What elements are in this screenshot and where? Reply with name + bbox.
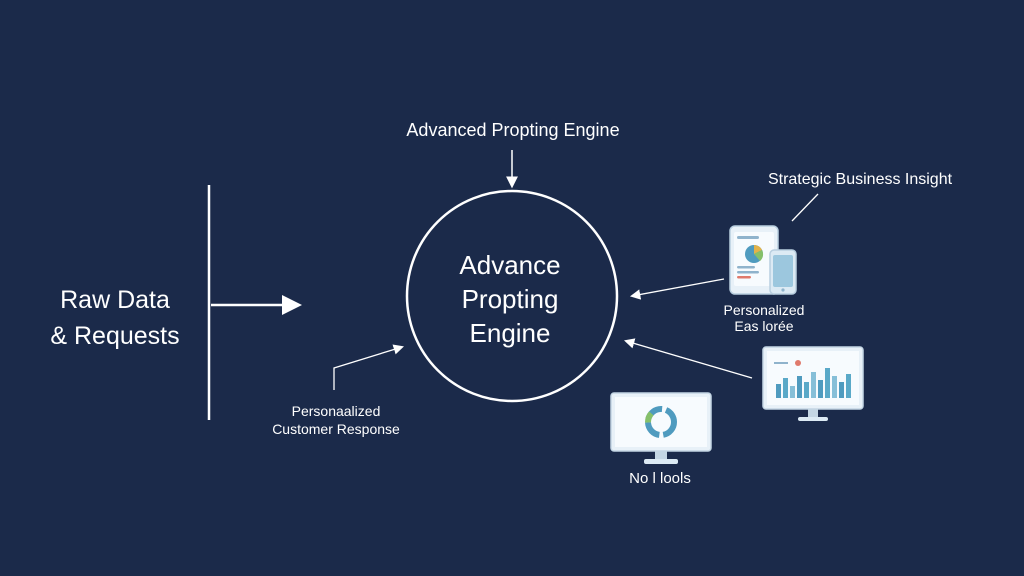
engine-circle [405, 189, 619, 403]
customer-response-line1: Personaalized [291, 403, 381, 419]
tools-label: No l lools [629, 470, 691, 487]
engine-core-line1: Advance [459, 250, 561, 280]
phone-label-line1: Personalized [723, 302, 805, 318]
tablet-phone-icon [729, 225, 797, 295]
customer-response-line2: Customer Response [272, 421, 400, 437]
engine-core-line3: Engine [469, 318, 551, 348]
strategic-connector [791, 193, 819, 222]
customer-arrow [333, 344, 404, 390]
engine-core-label: Advance Propting Engine [410, 248, 610, 350]
monitor-arrow [624, 338, 753, 379]
analytics-monitor-icon [762, 346, 864, 421]
raw-data-label-line2: & Requests [50, 322, 180, 350]
strategic-insight-label: Strategic Business Insight [767, 171, 953, 188]
donut-monitor-icon [610, 392, 712, 464]
raw-data-label-line1: Raw Data [60, 286, 170, 314]
customer-response-label: Personaalized Customer Response [256, 402, 416, 438]
phone-label: Personalized Eas lorée [700, 302, 828, 334]
phone-label-line2: Eas lorée [734, 318, 794, 334]
engine-core-line2: Propting [461, 284, 559, 314]
raw-data-label: Raw Data & Requests [30, 282, 200, 354]
phone-arrow [629, 278, 725, 300]
engine-top-label: Advanced Propting Engine [406, 120, 620, 140]
